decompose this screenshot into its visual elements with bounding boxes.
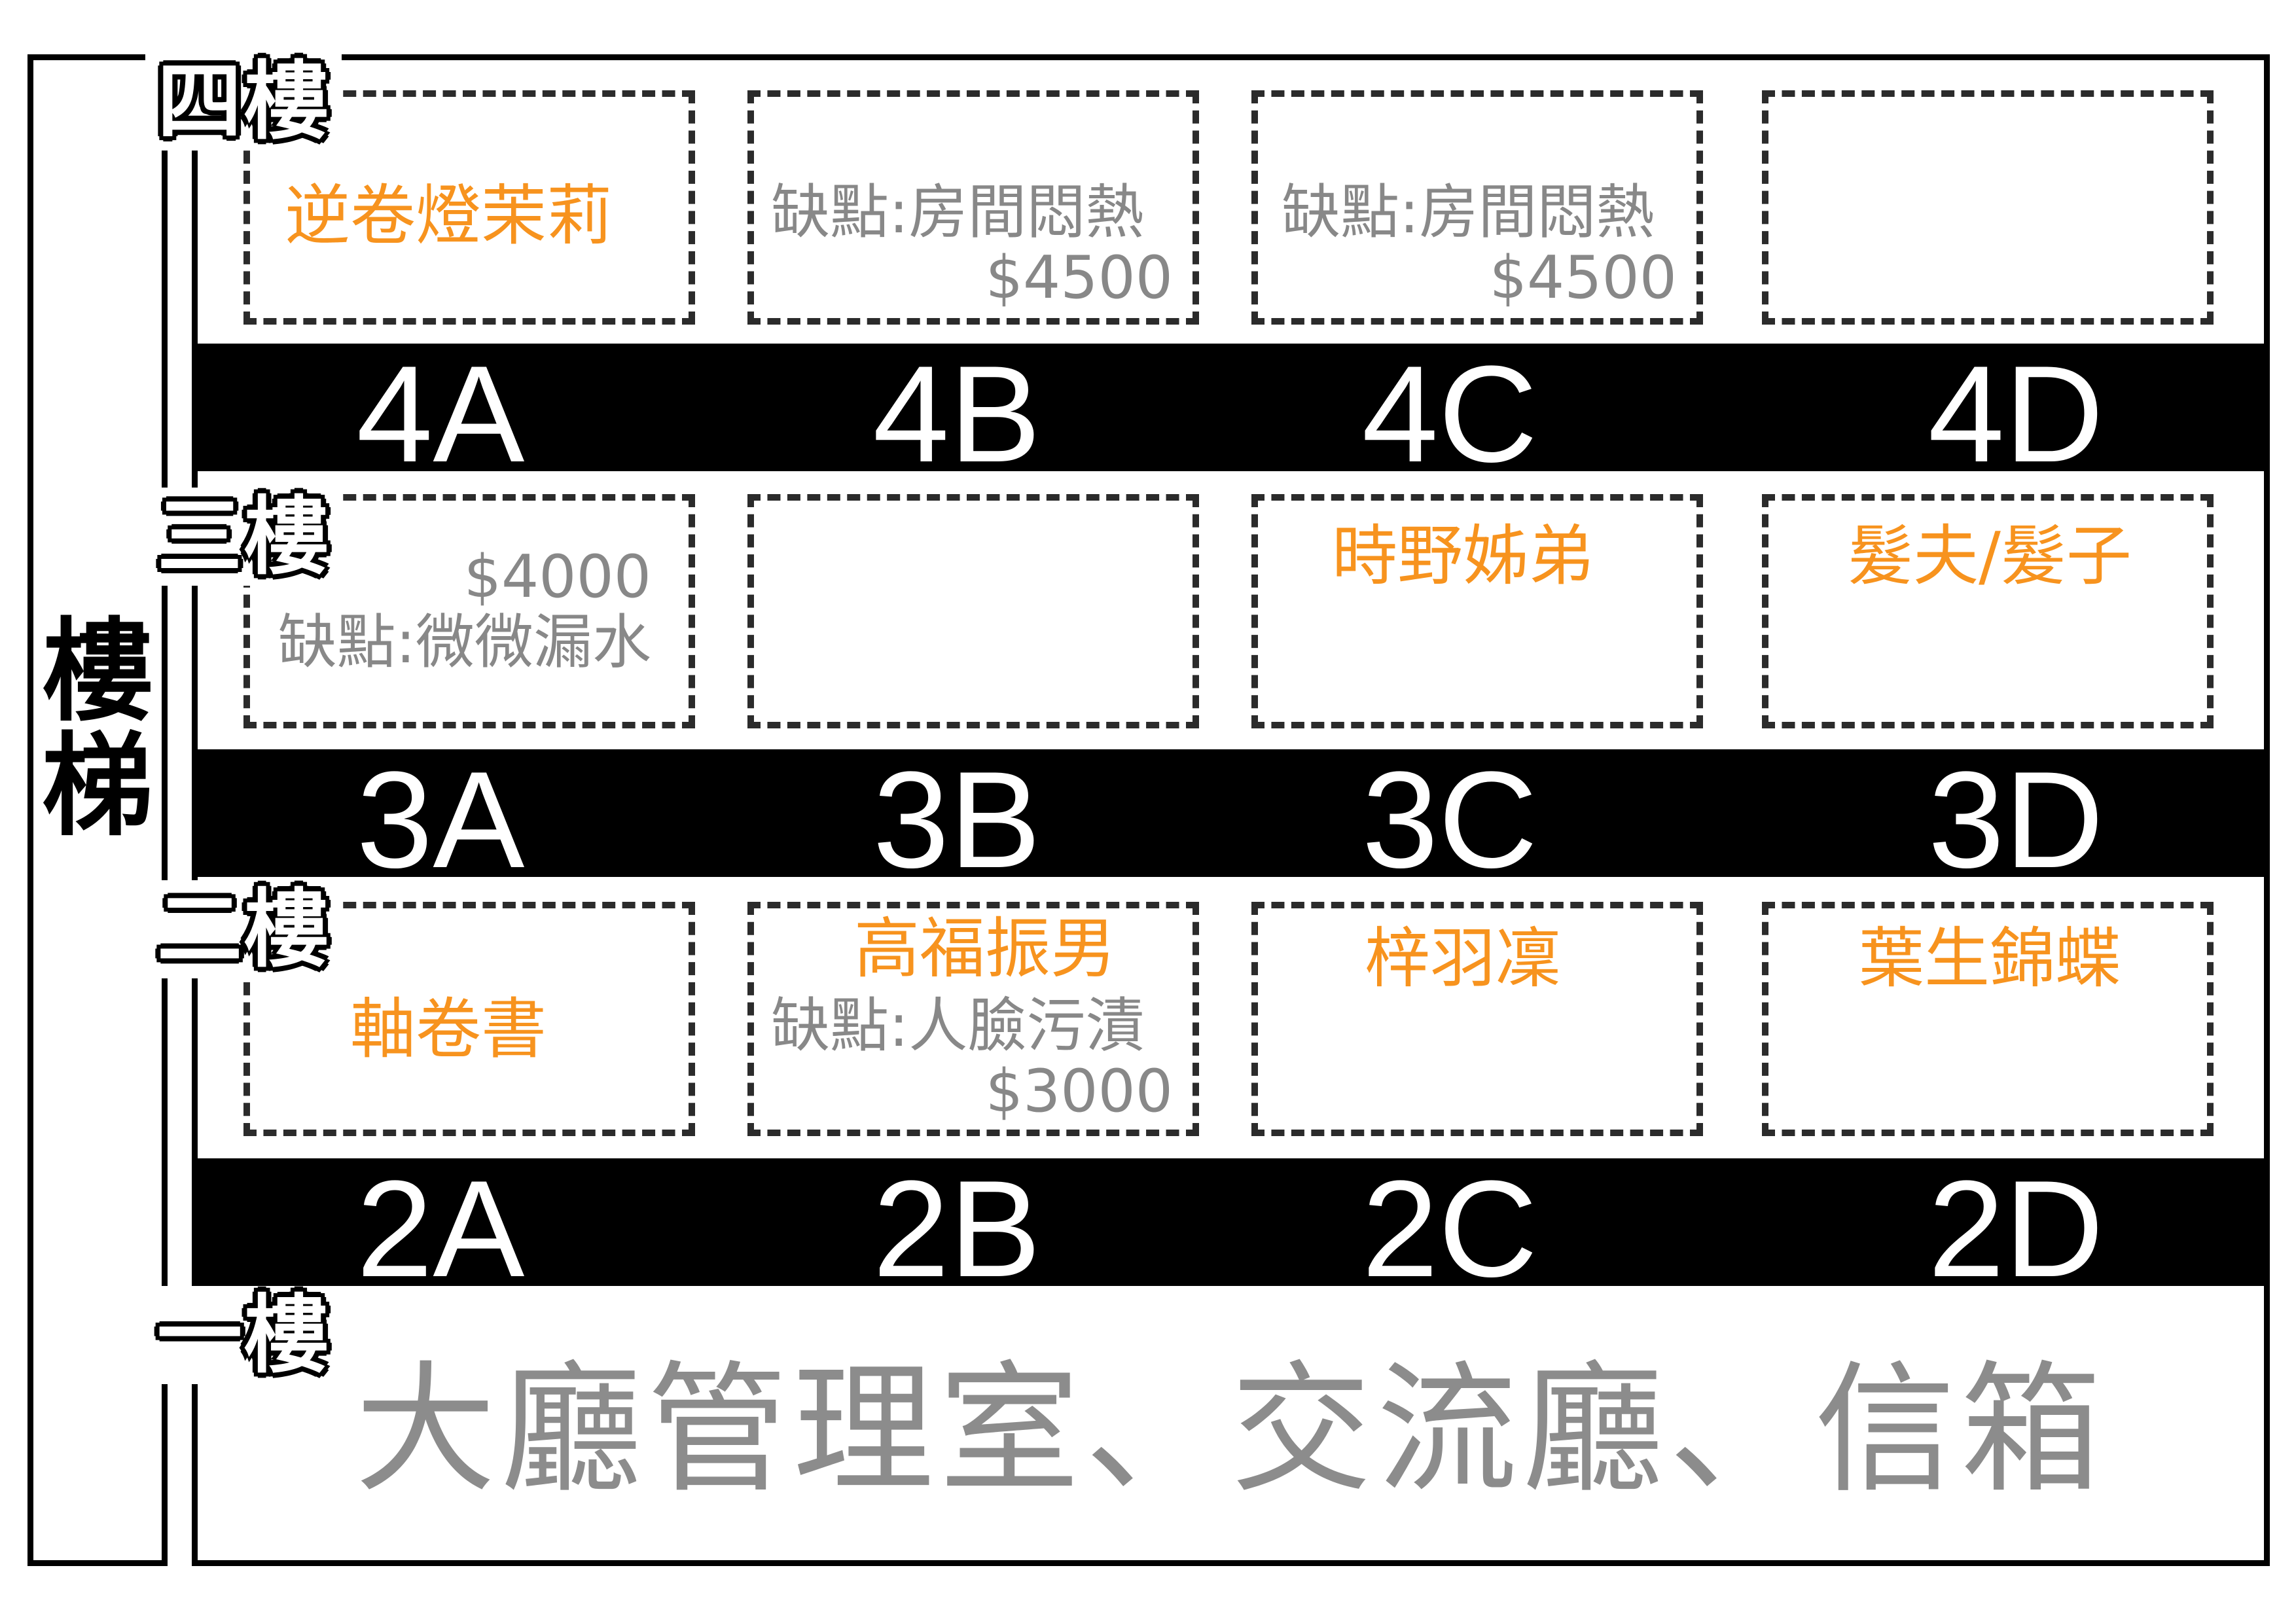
room-4b[interactable] <box>747 90 1199 325</box>
room-3a[interactable] <box>243 494 695 728</box>
unit-number-3d: 3D <box>1928 743 2104 897</box>
unit-number-3a: 3A <box>356 743 525 897</box>
floor-label-1: 一樓 <box>145 1286 342 1384</box>
room-2b-tenant: 高福振男 <box>854 910 1116 987</box>
room-2c[interactable] <box>1251 902 1703 1136</box>
room-4c[interactable] <box>1251 90 1703 325</box>
unit-number-2a: 2A <box>356 1152 525 1306</box>
room-3c[interactable] <box>1251 494 1703 728</box>
unit-number-3c: 3C <box>1361 743 1538 897</box>
room-2a-tenant: 軸卷書 <box>350 991 547 1067</box>
room-4a[interactable] <box>243 90 695 325</box>
unit-number-2d: 2D <box>1928 1152 2104 1306</box>
unit-number-3b: 3B <box>872 743 1041 897</box>
unit-number-4b: 4B <box>872 337 1041 491</box>
room-3a-defect: 缺點:微微漏水 <box>278 608 651 677</box>
unit-number-2c: 2C <box>1361 1152 1538 1306</box>
unit-number-4a: 4A <box>356 337 525 491</box>
floor-label-2: 二樓 <box>145 880 342 978</box>
room-3a-rent: $4000 <box>463 543 651 611</box>
room-4b-defect: 缺點:房間悶熱 <box>771 178 1145 247</box>
stairwell-label: 樓梯 <box>41 607 153 851</box>
room-4b-rent: $4500 <box>985 243 1173 312</box>
room-2d[interactable] <box>1762 902 2214 1136</box>
floor-4-unit-bar <box>192 344 2270 471</box>
room-4c-defect: 缺點:房間悶熱 <box>1282 178 1655 247</box>
lobby-label: 大廳管理室、交流廳、信箱 <box>355 1347 2107 1512</box>
floor-3-unit-bar <box>192 749 2270 877</box>
room-3b[interactable] <box>747 494 1199 728</box>
room-3c-tenant: 時野姊弟 <box>1332 518 1594 594</box>
stairwell <box>27 54 168 1566</box>
room-4d[interactable] <box>1762 90 2214 325</box>
room-3d-tenant: 髮夫/髮子 <box>1848 518 2132 594</box>
room-4c-rent: $4500 <box>1489 243 1677 312</box>
room-2c-tenant: 梓羽凜 <box>1365 920 1561 997</box>
room-2b[interactable] <box>747 902 1199 1136</box>
floor-label-3: 三樓 <box>145 488 342 586</box>
unit-number-2b: 2B <box>872 1152 1041 1306</box>
unit-number-4d: 4D <box>1928 337 2104 491</box>
room-2a[interactable] <box>243 902 695 1136</box>
room-2b-defect: 缺點:人臉污漬 <box>771 991 1145 1060</box>
room-4a-tenant: 逆卷燈茉莉 <box>285 177 612 254</box>
floor-2-unit-bar <box>192 1158 2270 1286</box>
room-3d[interactable] <box>1762 494 2214 728</box>
room-2b-rent: $3000 <box>985 1057 1173 1126</box>
unit-number-4c: 4C <box>1361 337 1538 491</box>
room-2d-tenant: 葉生錦蝶 <box>1859 920 2121 997</box>
floor-label-4: 四樓 <box>145 52 342 151</box>
